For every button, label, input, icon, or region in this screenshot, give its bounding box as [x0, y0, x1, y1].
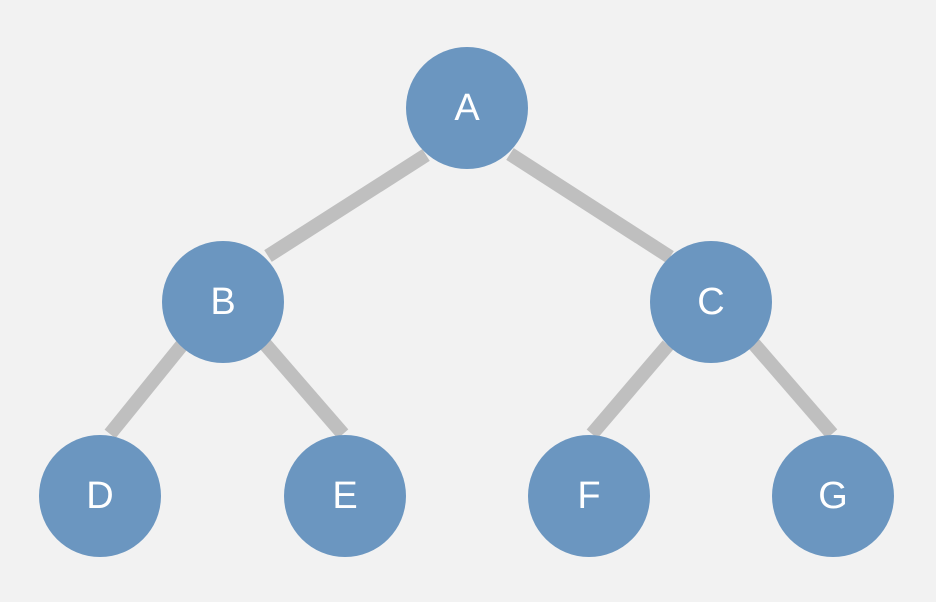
edge-c-f [586, 340, 674, 439]
node-a-circle [406, 47, 528, 169]
node-a-label: A [454, 87, 480, 129]
edge-c-g [748, 339, 838, 439]
edge-b-d [104, 340, 188, 439]
node-g-label: G [818, 475, 848, 517]
edge-a-b [264, 149, 430, 262]
node-a: A [406, 47, 528, 169]
node-c: C [650, 241, 772, 363]
edge-a-c [506, 148, 674, 263]
node-f: F [528, 435, 650, 557]
node-d: D [39, 435, 161, 557]
node-g-circle [772, 435, 894, 557]
node-b-circle [162, 241, 284, 363]
node-d-label: D [86, 475, 113, 517]
node-d-circle [39, 435, 161, 557]
node-e-label: E [332, 475, 357, 517]
node-e: E [284, 435, 406, 557]
node-e-circle [284, 435, 406, 557]
node-g: G [772, 435, 894, 557]
node-b-label: B [210, 281, 235, 323]
node-c-label: C [697, 281, 724, 323]
node-f-label: F [577, 475, 600, 517]
node-f-circle [528, 435, 650, 557]
edge-b-e [259, 339, 349, 439]
node-c-circle [650, 241, 772, 363]
node-b: B [162, 241, 284, 363]
